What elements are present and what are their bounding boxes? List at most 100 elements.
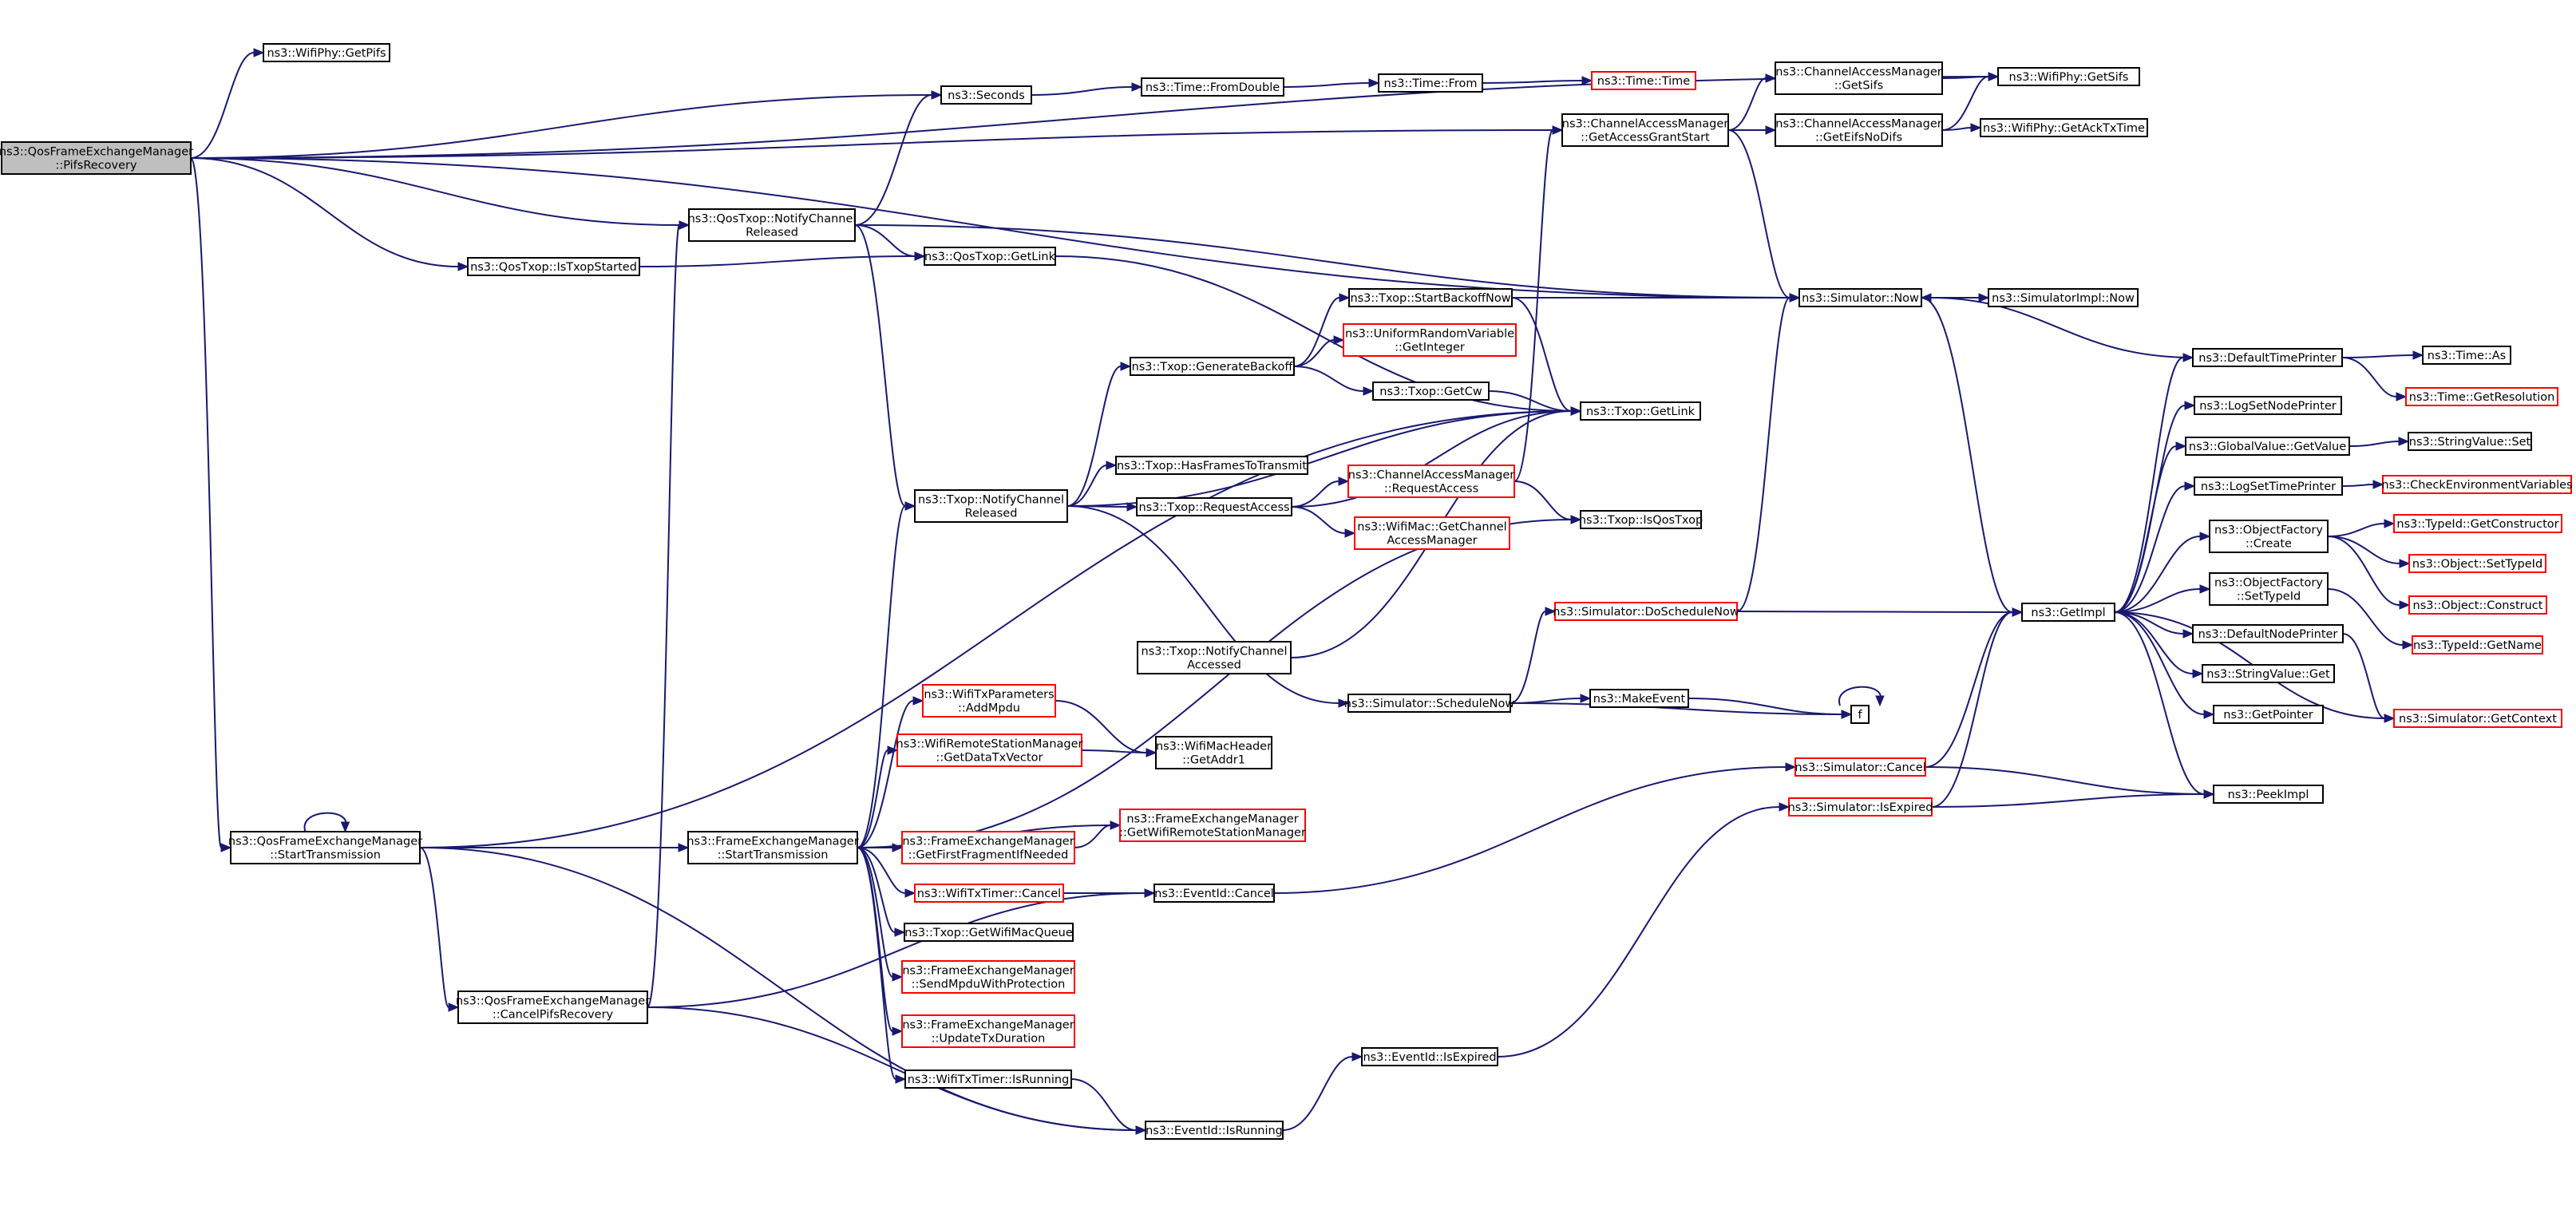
node-objectSetTypeId[interactable]: ns3::Object::SetTypeId xyxy=(2408,554,2546,573)
node-label: ::GetAddr1 xyxy=(1182,754,1245,767)
node-qosTxopGetLink[interactable]: ns3::QosTxop::GetLink xyxy=(924,247,1056,266)
node-txopHasFramesToTransmit[interactable]: ns3::Txop::HasFramesToTransmit xyxy=(1115,456,1308,475)
node-simulatorImplNow[interactable]: ns3::SimulatorImpl::Now xyxy=(1988,288,2139,307)
node-femGetFirstFragment[interactable]: ns3::FrameExchangeManager::GetFirstFragm… xyxy=(901,831,1075,864)
edge-femStartTransmission-to-txopNotifyChannelReleased xyxy=(857,501,916,848)
node-timeFromDouble[interactable]: ns3::Time::FromDouble xyxy=(1141,77,1284,97)
node-qosTxopIsTxopStarted[interactable]: ns3::QosTxop::IsTxopStarted xyxy=(467,257,640,276)
node-txopGetLink[interactable]: ns3::Txop::GetLink xyxy=(1580,401,1701,421)
node-label: ::GetWifiRemoteStationManager xyxy=(1119,827,1306,840)
node-camGetAccessGrantStart[interactable]: ns3::ChannelAccessManager::GetAccessGran… xyxy=(1561,113,1729,147)
node-timeFrom[interactable]: ns3::Time::From xyxy=(1378,73,1483,93)
node-box xyxy=(1347,465,1515,498)
node-checkEnvVars[interactable]: ns3::CheckEnvironmentVariables xyxy=(2381,475,2573,494)
node-label: ns3::Time::GetResolution xyxy=(2409,391,2555,404)
edge-simulatorDoScheduleNow-to-getImpl xyxy=(1736,607,2024,617)
node-label: ns3::Txop::GetWifiMacQueue xyxy=(904,927,1073,939)
node-txopGetCw[interactable]: ns3::Txop::GetCw xyxy=(1372,382,1490,401)
node-defaultNodePrinter[interactable]: ns3::DefaultNodePrinter xyxy=(2192,624,2344,643)
node-femUpdateTxDuration[interactable]: ns3::FrameExchangeManager::UpdateTxDurat… xyxy=(901,1014,1075,1048)
edge-logSetTimePrinter-to-checkEnvVars xyxy=(2341,480,2384,489)
node-simulatorIsExpired[interactable]: ns3::Simulator::IsExpired xyxy=(1788,797,1933,817)
node-camRequestAccess[interactable]: ns3::ChannelAccessManager::RequestAccess xyxy=(1347,465,1515,498)
node-box xyxy=(1591,71,1696,90)
node-root[interactable]: ns3::QosFrameExchangeManager::PifsRecove… xyxy=(0,141,193,175)
node-timeTime[interactable]: ns3::Time::Time xyxy=(1591,71,1696,90)
edge-seconds-to-timeFromDouble xyxy=(1031,82,1143,96)
node-eventIdIsExpired[interactable]: ns3::EventId::IsExpired xyxy=(1361,1047,1498,1066)
node-qfemCancelPifsRecovery[interactable]: ns3::QosFrameExchangeManager::CancelPifs… xyxy=(456,991,650,1024)
node-label: ns3::ChannelAccessManager xyxy=(1775,118,1942,131)
node-getPointer[interactable]: ns3::GetPointer xyxy=(2213,705,2324,724)
node-makeEvent[interactable]: ns3::MakeEvent xyxy=(1589,689,1689,708)
node-txopGenerateBackoff[interactable]: ns3::Txop::GenerateBackoff xyxy=(1130,357,1295,376)
node-wifiTxTimerCancel[interactable]: ns3::WifiTxTimer::Cancel xyxy=(914,884,1064,903)
node-f[interactable]: f xyxy=(1850,705,1870,724)
node-label: ns3::Simulator::DoScheduleNow xyxy=(1553,606,1739,619)
node-label: ns3::Simulator::Now xyxy=(1802,292,1919,305)
node-uniformRandomGetInteger[interactable]: ns3::UniformRandomVariable::GetInteger xyxy=(1343,323,1517,357)
node-txopIsQosTxop[interactable]: ns3::Txop::IsQosTxop xyxy=(1579,510,1703,529)
node-getImpl[interactable]: ns3::GetImpl xyxy=(2021,603,2115,622)
node-peekImpl[interactable]: ns3::PeekImpl xyxy=(2213,785,2324,804)
node-femSendMpduWithProtection[interactable]: ns3::FrameExchangeManager::SendMpduWithP… xyxy=(901,960,1075,994)
edge-wrsmGetDataTxVector-to-wifiMacHeaderGetAddr1 xyxy=(1081,748,1157,757)
edge-eventIdIsRunning-to-eventIdIsExpired xyxy=(1282,1052,1363,1131)
node-stringValueGet[interactable]: ns3::StringValue::Get xyxy=(2202,664,2335,683)
node-label: ns3::QosFrameExchangeManager xyxy=(456,995,650,1008)
node-camGetEifsNoDifs[interactable]: ns3::ChannelAccessManager::GetEifsNoDifs xyxy=(1775,113,1943,147)
node-simulatorDoScheduleNow[interactable]: ns3::Simulator::DoScheduleNow xyxy=(1553,602,1739,621)
node-objectFactoryCreate[interactable]: ns3::ObjectFactory::Create xyxy=(2209,520,2329,553)
node-wrsmGetDataTxVector[interactable]: ns3::WifiRemoteStationManager::GetDataTx… xyxy=(896,733,1083,767)
node-femStartTransmission[interactable]: ns3::FrameExchangeManager::StartTransmis… xyxy=(687,831,859,864)
node-label: ns3::WifiTxTimer::Cancel xyxy=(917,888,1061,900)
node-label: ns3::WifiPhy::GetAckTxTime xyxy=(1983,122,2145,135)
node-wifiPhyGetSifs[interactable]: ns3::WifiPhy::GetSifs xyxy=(1997,67,2140,86)
node-eventIdIsRunning[interactable]: ns3::EventId::IsRunning xyxy=(1145,1121,1284,1140)
node-label: ::PifsRecovery xyxy=(55,160,137,172)
node-wifiMacHeaderGetAddr1[interactable]: ns3::WifiMacHeader::GetAddr1 xyxy=(1155,736,1272,769)
edge-root-to-qosTxopIsTxopStarted xyxy=(190,157,469,271)
node-wifiTxParamsAddMpdu[interactable]: ns3::WifiTxParameters::AddMpdu xyxy=(922,684,1056,718)
node-label: ns3::QosFrameExchangeManager xyxy=(228,836,422,848)
node-logSetTimePrinter[interactable]: ns3::LogSetTimePrinter xyxy=(2194,476,2343,496)
node-objectFactorySetTypeId[interactable]: ns3::ObjectFactory::SetTypeId xyxy=(2209,572,2329,606)
node-stringValueSet[interactable]: ns3::StringValue::Set xyxy=(2408,432,2532,451)
node-label: ns3::SimulatorImpl::Now xyxy=(1992,292,2135,305)
node-typeIdGetName[interactable]: ns3::TypeId::GetName xyxy=(2412,635,2543,654)
node-simulatorGetContext[interactable]: ns3::Simulator::GetContext xyxy=(2393,709,2562,728)
node-eventIdCancel[interactable]: ns3::EventId::Cancel xyxy=(1153,884,1275,903)
node-defaultTimePrinter[interactable]: ns3::DefaultTimePrinter xyxy=(2192,348,2343,367)
node-logSetNodePrinter[interactable]: ns3::LogSetNodePrinter xyxy=(2194,396,2342,415)
node-box xyxy=(914,489,1068,523)
node-timeAs[interactable]: ns3::Time::As xyxy=(2422,346,2511,365)
node-seconds[interactable]: ns3::Seconds xyxy=(940,85,1032,105)
node-simulatorCancel[interactable]: ns3::Simulator::Cancel xyxy=(1794,757,1926,777)
node-wifiPhyGetPifs[interactable]: ns3::WifiPhy::GetPifs xyxy=(263,43,390,62)
node-wifiTxTimerIsRunning[interactable]: ns3::WifiTxTimer::IsRunning xyxy=(904,1070,1072,1089)
node-txopGetWifiMacQueue[interactable]: ns3::Txop::GetWifiMacQueue xyxy=(904,923,1074,942)
node-qfemStartTransmission[interactable]: ns3::QosFrameExchangeManager::StartTrans… xyxy=(228,831,422,864)
node-wifiPhyGetAckTxTime[interactable]: ns3::WifiPhy::GetAckTxTime xyxy=(1980,118,2148,137)
node-box xyxy=(1554,602,1738,621)
edge-simulatorScheduleNow-to-simulatorDoScheduleNow xyxy=(1510,607,1557,704)
node-femGetWrsm[interactable]: ns3::FrameExchangeManager::GetWifiRemote… xyxy=(1119,809,1306,842)
node-globalValueGetValue[interactable]: ns3::GlobalValue::GetValue xyxy=(2185,437,2350,456)
node-box xyxy=(2412,635,2543,654)
node-label: ns3::CheckEnvironmentVariables xyxy=(2381,479,2572,492)
node-typeIdGetConstructor[interactable]: ns3::TypeId::GetConstructor xyxy=(2393,514,2562,533)
node-txopStartBackoffNow[interactable]: ns3::Txop::StartBackoffNow xyxy=(1348,288,1513,307)
edge-femGetFirstFragment-to-femGetWrsm xyxy=(1074,820,1122,848)
edge-femStartTransmission-to-wifiTxParamsAddMpdu xyxy=(857,696,924,848)
node-simulatorNow[interactable]: ns3::Simulator::Now xyxy=(1798,288,1922,307)
edge-femStartTransmission-to-txopIsQosTxop xyxy=(857,515,1582,848)
node-simulatorScheduleNow[interactable]: ns3::Simulator::ScheduleNow xyxy=(1344,694,1515,713)
node-objectConstruct[interactable]: ns3::Object::Construct xyxy=(2408,595,2547,615)
node-txopRequestAccess[interactable]: ns3::Txop::RequestAccess xyxy=(1136,497,1292,516)
node-camGetSifs[interactable]: ns3::ChannelAccessManager::GetSifs xyxy=(1775,61,1943,95)
node-timeGetResolution[interactable]: ns3::Time::GetResolution xyxy=(2405,387,2558,406)
